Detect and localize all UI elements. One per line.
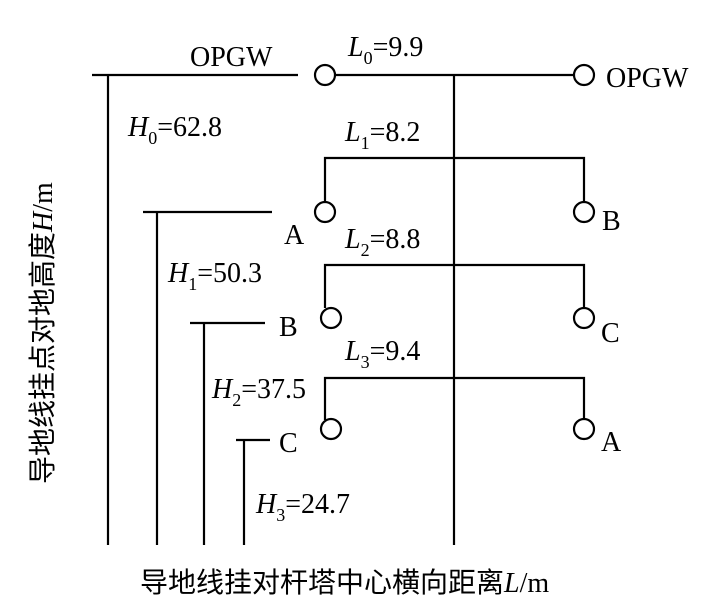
middle-left-phase-label: B — [279, 312, 298, 343]
conductor-level-middle: B C L2=8.8 H2=37.5 — [190, 224, 620, 545]
ground-wire-right-label: OPGW — [606, 63, 689, 94]
lower-span-label: L3=9.4 — [344, 336, 420, 372]
conductor-level-lower: C A L3=9.4 H3=24.7 — [236, 336, 622, 545]
x-axis-title: 导地线挂对杆塔中心横向距离L/m — [140, 566, 549, 599]
upper-right-phase-label: B — [602, 206, 621, 237]
lower-left-phase-label: C — [279, 428, 298, 459]
lower-height-label: H3=24.7 — [255, 489, 350, 525]
middle-left-insulator — [319, 306, 343, 330]
lower-right-phase-label: A — [601, 427, 622, 458]
upper-crossarm — [323, 156, 586, 202]
ground-wire-span-label: L0=9.9 — [347, 32, 423, 68]
ground-wire-left-insulator — [313, 63, 337, 87]
lower-left-insulator — [319, 417, 343, 441]
upper-left-insulator — [313, 200, 337, 224]
upper-left-phase-label: A — [284, 220, 305, 251]
middle-span-label: L2=8.8 — [344, 224, 420, 260]
ground-wire-level: OPGW OPGW L0=9.9 H0=62.8 — [92, 32, 689, 545]
lower-crossarm — [323, 376, 586, 420]
ground-wire-left-label: OPGW — [190, 42, 273, 73]
y-axis-title: 导地线挂点对地高度H/m — [26, 182, 59, 484]
lower-right-insulator — [572, 417, 596, 441]
conductor-level-upper: A B L1=8.2 H1=50.3 — [143, 117, 621, 545]
middle-right-insulator — [572, 306, 596, 330]
upper-right-insulator — [572, 200, 596, 224]
ground-wire-right-insulator — [572, 63, 596, 87]
middle-right-phase-label: C — [601, 318, 620, 349]
upper-span-label: L1=8.2 — [344, 117, 420, 153]
ground-wire-height-label: H0=62.8 — [127, 112, 222, 148]
upper-height-label: H1=50.3 — [167, 258, 262, 294]
middle-crossarm — [323, 263, 586, 308]
middle-height-label: H2=37.5 — [211, 374, 306, 410]
